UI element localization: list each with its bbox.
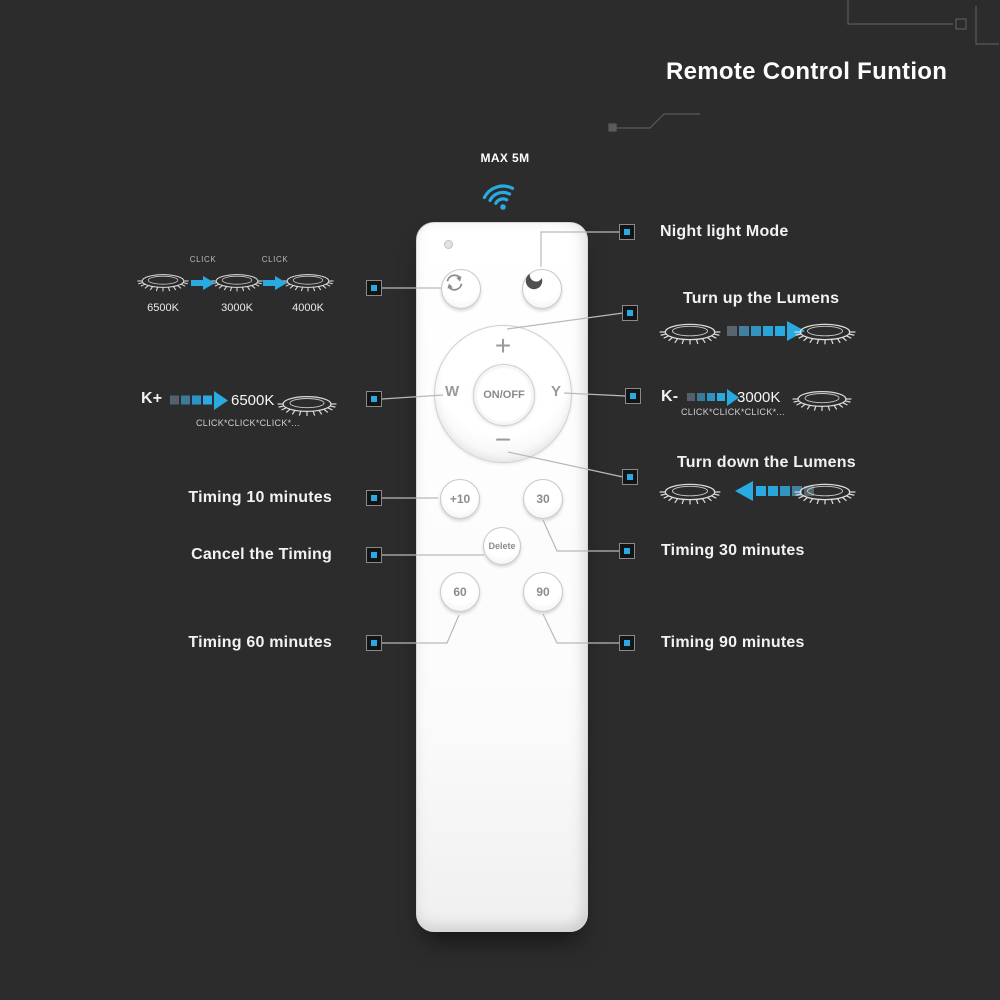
timing-90-label: Timing 90 minutes — [661, 634, 805, 651]
timing-10-label: Timing 10 minutes — [188, 489, 332, 506]
wifi-signal-icon — [482, 184, 515, 210]
click-label: CLICK — [189, 255, 217, 264]
kelvin-label: 4000K — [292, 302, 324, 314]
night-mode-button[interactable] — [522, 269, 562, 309]
lamp-icon — [791, 391, 853, 412]
turn-down-label: Turn down the Lumens — [677, 454, 856, 471]
max-range-label: MAX 5M — [480, 151, 530, 165]
lamp-icon — [281, 274, 335, 292]
night-mode-label: Night light Mode — [660, 223, 789, 240]
kminus-gradient-arrow — [687, 389, 739, 406]
k-minus-label: K- — [661, 388, 679, 405]
kelvin-label: 3000K — [221, 302, 253, 314]
delete-timing-button[interactable]: Delete — [483, 527, 521, 565]
cancel-timing-label: Cancel the Timing — [191, 546, 332, 563]
kplus-gradient-arrow — [170, 391, 228, 410]
timing-30-label: Timing 30 minutes — [661, 542, 805, 559]
lamp-icon — [276, 396, 338, 417]
timing-10-button[interactable]: +10 — [440, 479, 480, 519]
lumens-down-button[interactable]: − — [494, 424, 512, 455]
lamp-icon — [658, 323, 722, 345]
timing-30-button[interactable]: 30 — [523, 479, 563, 519]
page-title: Remote Control Funtion — [666, 58, 948, 85]
kelvin-down-button[interactable]: Y — [550, 383, 561, 400]
turn-up-label: Turn up the Lumens — [683, 290, 840, 307]
k-minus-click-text: CLICK*CLICK*CLICK*... — [681, 407, 785, 417]
lamp-icon — [793, 323, 857, 345]
lumens-up-button[interactable]: + — [494, 330, 512, 361]
k-plus-label: K+ — [141, 390, 163, 407]
cycle-icon — [446, 274, 463, 291]
k-plus-value: 6500K — [231, 392, 275, 409]
circuit-decoration — [608, 0, 999, 132]
click-label: CLICK — [261, 255, 289, 264]
lamp-icon — [136, 274, 190, 292]
color-cycle-button[interactable] — [441, 269, 481, 309]
turn-down-gradient-arrow — [735, 481, 814, 501]
lamp-icon — [210, 274, 264, 292]
lamp-icon — [793, 483, 857, 505]
timing-90-button[interactable]: 90 — [523, 572, 563, 612]
kelvin-label: 6500K — [147, 302, 179, 314]
lamp-icon — [658, 483, 722, 505]
kelvin-up-button[interactable]: W — [445, 383, 460, 400]
on-off-button[interactable]: ON/OFF — [473, 364, 535, 426]
timing-60-label: Timing 60 minutes — [188, 634, 332, 651]
ir-led — [444, 240, 453, 249]
k-plus-click-text: CLICK*CLICK*CLICK*... — [196, 418, 300, 428]
k-minus-value: 3000K — [737, 389, 781, 406]
direction-pad: + − W Y ON/OFF — [434, 325, 572, 463]
remote-body: + − W Y ON/OFF +10 30 Delete 60 90 — [416, 222, 588, 932]
timing-60-button[interactable]: 60 — [440, 572, 480, 612]
turn-up-gradient-arrow — [727, 321, 805, 341]
cycle-arrow-icon — [191, 276, 287, 290]
moon-icon — [525, 273, 543, 290]
